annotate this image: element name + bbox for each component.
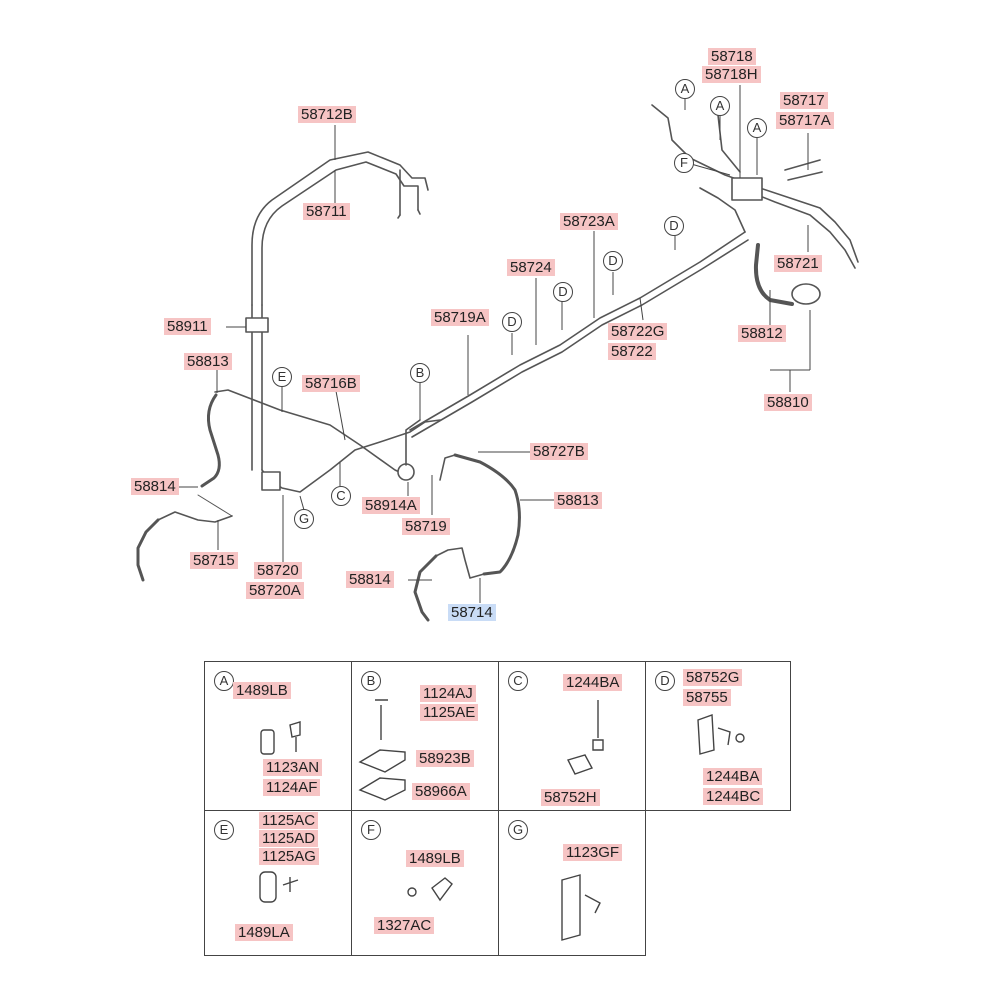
part-label-58810[interactable]: 58810 <box>764 394 812 411</box>
detail-part-58966A[interactable]: 58966A <box>412 783 470 800</box>
part-label-58724[interactable]: 58724 <box>507 259 555 276</box>
pipe-58712B <box>251 151 429 306</box>
callout-A[interactable]: A <box>710 96 730 116</box>
part-label-58712B[interactable]: 58712B <box>298 106 356 123</box>
detail-letter-C: C <box>508 671 528 691</box>
detail-cell-B: B 1124AJ 1125AE 58923B 58966A <box>351 661 499 811</box>
part-label-58814-left[interactable]: 58814 <box>131 478 179 495</box>
hose-58814-right <box>413 554 438 622</box>
part-label-58812[interactable]: 58812 <box>738 325 786 342</box>
callout-D[interactable]: D <box>502 312 522 332</box>
part-label-58814-right[interactable]: 58814 <box>346 571 394 588</box>
callout-D[interactable]: D <box>603 251 623 271</box>
part-label-58715[interactable]: 58715 <box>190 552 238 569</box>
detail-part-1489LA[interactable]: 1489LA <box>235 924 293 941</box>
part-label-58813-left[interactable]: 58813 <box>184 353 232 370</box>
hose-58812 <box>753 243 794 306</box>
callout-B[interactable]: B <box>410 363 430 383</box>
detail-part-1125AE[interactable]: 1125AE <box>420 704 479 721</box>
callout-C[interactable]: C <box>331 486 351 506</box>
part-label-58711[interactable]: 58711 <box>303 203 350 220</box>
part-label-58720[interactable]: 58720 <box>254 562 302 579</box>
detail-part-1124AJ[interactable]: 1124AJ <box>420 685 476 702</box>
detail-part-1244BC[interactable]: 1244BC <box>703 788 764 805</box>
hose-58813-right <box>453 453 521 576</box>
part-label-58718[interactable]: 58718 <box>708 48 756 65</box>
detail-cell-G: G 1123GF <box>498 810 646 956</box>
pipe-58723A <box>411 239 749 438</box>
detail-cell-F: F 1489LB 1327AC <box>351 810 499 956</box>
detail-letter-D: D <box>655 671 675 691</box>
detail-cell-A: A 1489LB 1123AN 1124AF <box>204 661 352 811</box>
detail-part-1124AF[interactable]: 1124AF <box>263 779 321 796</box>
detail-cell-C: C 1244BA 58752H <box>498 661 646 811</box>
detail-letter-A: A <box>214 671 234 691</box>
detail-part-1125AD[interactable]: 1125AD <box>259 830 319 847</box>
part-label-58722[interactable]: 58722 <box>608 343 656 360</box>
callout-A[interactable]: A <box>747 118 767 138</box>
detail-letter-G: G <box>508 820 528 840</box>
part-label-58911[interactable]: 58911 <box>164 318 211 335</box>
callout-D[interactable]: D <box>553 282 573 302</box>
part-label-58723A[interactable]: 58723A <box>560 213 618 230</box>
pipe-58719A <box>409 231 746 431</box>
callout-D[interactable]: D <box>664 216 684 236</box>
detail-letter-B: B <box>361 671 381 691</box>
callout-F[interactable]: F <box>674 153 694 173</box>
part-label-58727B[interactable]: 58727B <box>530 443 588 460</box>
detail-part-58923B[interactable]: 58923B <box>416 750 474 767</box>
callout-G[interactable]: G <box>294 509 314 529</box>
detail-part-58755[interactable]: 58755 <box>683 689 731 706</box>
part-label-58719[interactable]: 58719 <box>402 518 450 535</box>
detail-letter-E: E <box>214 820 234 840</box>
detail-cell-E: E 1125AC 1125AD 1125AG 1489LA <box>204 810 352 956</box>
detail-part-1125AC[interactable]: 1125AC <box>259 812 319 829</box>
detail-part-1123GF[interactable]: 1123GF <box>563 844 623 861</box>
detail-part-1244BA[interactable]: 1244BA <box>563 674 623 691</box>
detail-cell-D: D 58752G 58755 1244BA 1244BC <box>645 661 791 811</box>
detail-part-58752H[interactable]: 58752H <box>541 789 600 806</box>
pipe-58711 <box>261 161 419 306</box>
detail-part-1489LB[interactable]: 1489LB <box>233 682 291 699</box>
part-label-58718H[interactable]: 58718H <box>702 66 761 83</box>
part-label-58717[interactable]: 58717 <box>780 92 828 109</box>
detail-part-1327AC[interactable]: 1327AC <box>374 917 435 934</box>
detail-part-1489LB-f[interactable]: 1489LB <box>406 850 464 867</box>
detail-part-1244BA-d[interactable]: 1244BA <box>703 768 763 785</box>
part-label-58722G[interactable]: 58722G <box>608 323 668 340</box>
part-label-58813-right[interactable]: 58813 <box>554 492 602 509</box>
part-label-58914A[interactable]: 58914A <box>362 497 420 514</box>
pipe-58716B <box>214 389 409 477</box>
part-label-58716B[interactable]: 58716B <box>302 375 360 392</box>
callout-E[interactable]: E <box>272 367 292 387</box>
hose-58813-left <box>200 393 221 488</box>
part-label-58717A[interactable]: 58717A <box>776 112 834 129</box>
callout-A[interactable]: A <box>675 79 695 99</box>
part-label-58714[interactable]: 58714 <box>448 604 496 621</box>
hose-58814-left <box>136 518 160 582</box>
part-label-58720A[interactable]: 58720A <box>246 582 304 599</box>
detail-letter-F: F <box>361 820 381 840</box>
detail-part-1125AG[interactable]: 1125AG <box>259 848 319 865</box>
part-label-58719A[interactable]: 58719A <box>431 309 489 326</box>
detail-part-1123AN[interactable]: 1123AN <box>263 759 323 776</box>
detail-part-58752G[interactable]: 58752G <box>683 669 743 686</box>
part-label-58721[interactable]: 58721 <box>774 255 822 272</box>
